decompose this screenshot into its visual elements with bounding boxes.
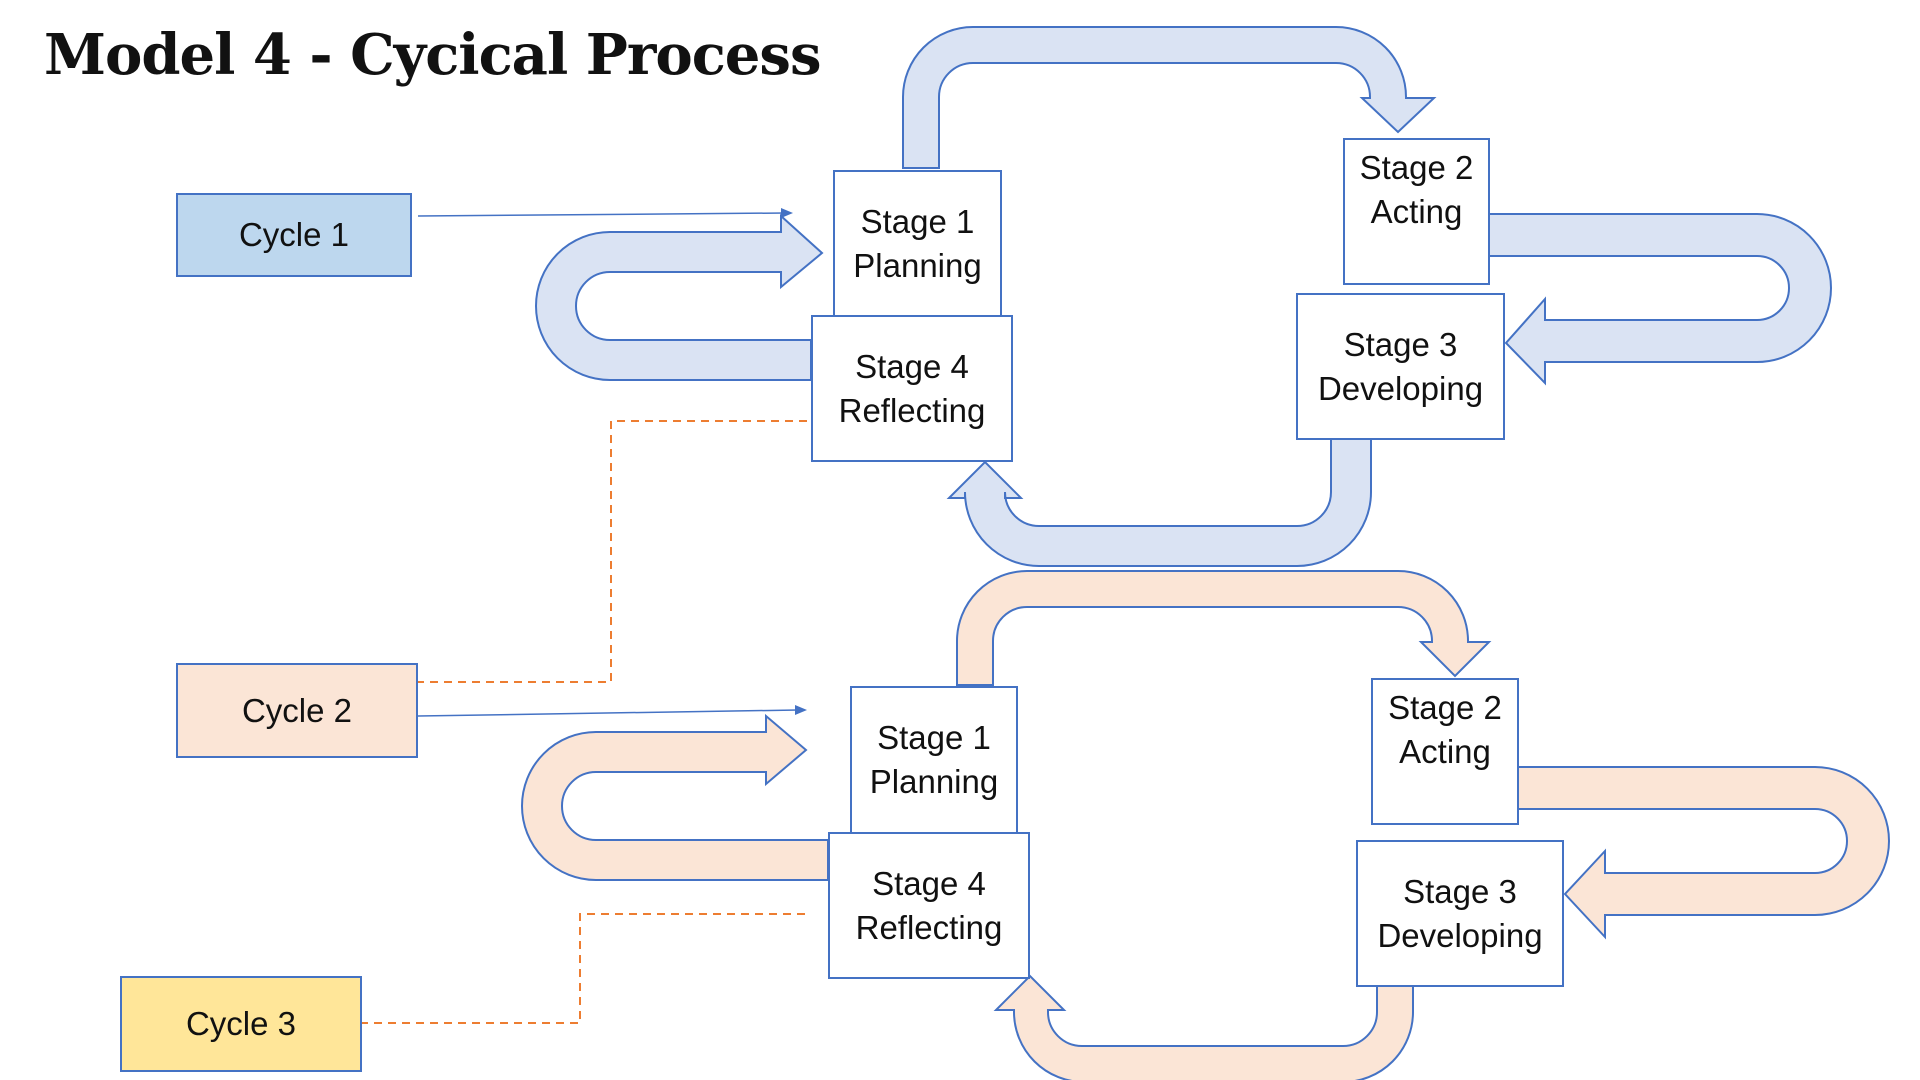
cycle-1-text: Cycle 1 — [238, 216, 350, 253]
stage-name: Developing — [1377, 916, 1543, 954]
stage-number: Stage 3 — [1403, 872, 1517, 910]
cycle-3-label: Cycle 3 — [120, 976, 362, 1072]
cycle3-dashed-connector — [360, 913, 810, 1024]
cycle1-stage1-planning: Stage 1 Planning — [833, 170, 1002, 317]
diagram-title: Model 4 - Cycical Process — [44, 22, 821, 88]
cycle1-stage4-reflecting: Stage 4 Reflecting — [811, 315, 1013, 462]
cycle2-connector-line — [417, 709, 799, 717]
stage-number: Stage 1 — [860, 202, 975, 240]
cycle2-arrow-developing-to-reflecting — [993, 974, 1414, 1080]
stage-number: Stage 1 — [877, 719, 991, 756]
stage-name: Reflecting — [855, 908, 1003, 946]
stage-number: Stage 2 — [1359, 149, 1474, 186]
cycle2-stage3-developing: Stage 3 Developing — [1356, 840, 1564, 987]
cycle-3-text: Cycle 3 — [185, 1005, 297, 1042]
stage-number: Stage 3 — [1343, 325, 1458, 363]
stage-name: Developing — [1317, 369, 1484, 407]
cycle1-arrow-planning-to-acting — [902, 26, 1437, 169]
stage-name: Acting — [1399, 733, 1491, 770]
stage-name: Reflecting — [838, 391, 986, 429]
stage-name: Planning — [869, 763, 999, 800]
cycle-2-label: Cycle 2 — [176, 663, 418, 758]
stage-name: Acting — [1370, 193, 1463, 230]
cycle1-arrow-acting-to-developing — [1487, 213, 1832, 386]
cycle2-dashed-connector — [416, 420, 810, 683]
cycle1-connector-arrowhead — [781, 208, 793, 218]
stage-number: Stage 4 — [855, 347, 969, 385]
cycle1-stage2-acting: Stage 2 Acting — [1343, 138, 1490, 285]
cycle2-arrow-reflecting-to-planning — [521, 713, 829, 881]
cycle2-stage2-acting: Stage 2 Acting — [1371, 678, 1519, 825]
cycle-2-text: Cycle 2 — [241, 691, 353, 729]
cycle2-stage1-planning: Stage 1 Planning — [850, 686, 1018, 834]
cycle1-connector-line — [417, 212, 786, 217]
cycle-1-label: Cycle 1 — [176, 193, 412, 277]
cycle2-arrow-acting-to-developing — [1516, 766, 1890, 940]
stage-number: Stage 2 — [1388, 689, 1502, 726]
cycle2-stage4-reflecting: Stage 4 Reflecting — [828, 832, 1030, 979]
cycle2-arrow-planning-to-acting — [956, 570, 1492, 686]
cycle2-connector-arrowhead — [795, 705, 807, 715]
stage-number: Stage 4 — [872, 864, 986, 902]
cycle1-arrow-reflecting-to-planning — [535, 213, 824, 381]
cycle1-arrow-developing-to-reflecting — [946, 437, 1372, 567]
cycle1-stage3-developing: Stage 3 Developing — [1296, 293, 1505, 440]
stage-name: Planning — [853, 246, 982, 284]
